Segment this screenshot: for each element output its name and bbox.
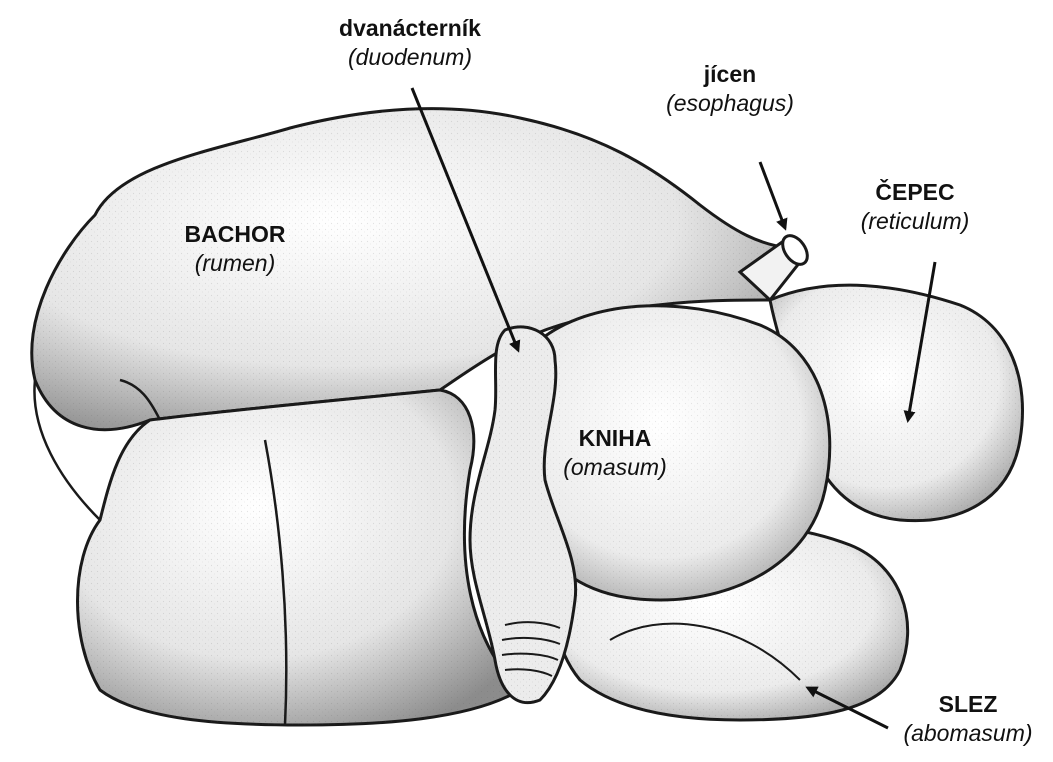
label-duodenum: dvanácterník (duodenum)	[300, 14, 520, 72]
label-duodenum-czech: dvanácterník	[300, 14, 520, 43]
label-reticulum-latin: (reticulum)	[830, 207, 1000, 236]
label-reticulum: ČEPEC (reticulum)	[830, 178, 1000, 236]
label-abomasum-latin: (abomasum)	[888, 719, 1048, 748]
label-rumen: BACHOR (rumen)	[160, 220, 310, 278]
label-reticulum-czech: ČEPEC	[830, 178, 1000, 207]
label-duodenum-latin: (duodenum)	[300, 43, 520, 72]
label-rumen-czech: BACHOR	[160, 220, 310, 249]
label-abomasum-czech: SLEZ	[888, 690, 1048, 719]
label-esophagus-czech: jícen	[640, 60, 820, 89]
label-rumen-latin: (rumen)	[160, 249, 310, 278]
label-esophagus-latin: (esophagus)	[640, 89, 820, 118]
label-omasum: KNIHA (omasum)	[540, 424, 690, 482]
esophagus-arrow	[760, 162, 785, 228]
label-esophagus: jícen (esophagus)	[640, 60, 820, 118]
label-omasum-latin: (omasum)	[540, 453, 690, 482]
label-abomasum: SLEZ (abomasum)	[888, 690, 1048, 748]
label-omasum-czech: KNIHA	[540, 424, 690, 453]
